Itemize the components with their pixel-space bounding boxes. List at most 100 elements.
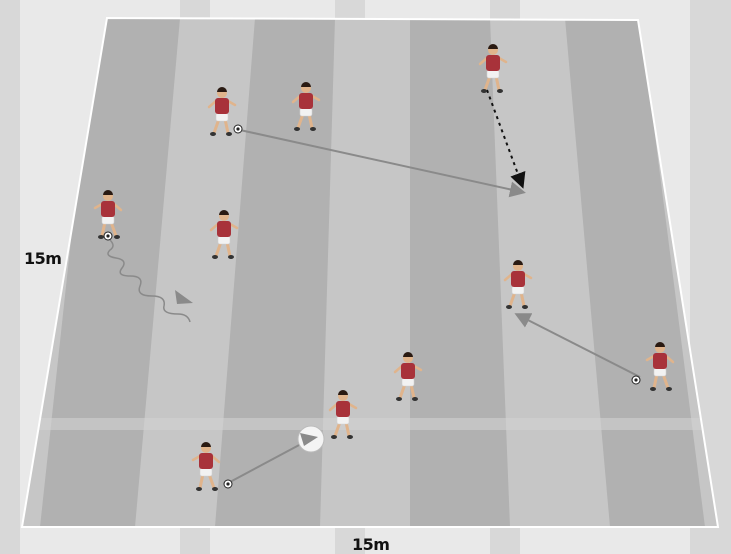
player-arm xyxy=(209,222,220,232)
player-hair xyxy=(338,390,348,395)
player-leg xyxy=(409,382,416,400)
player-hair xyxy=(655,342,665,347)
player-hair xyxy=(103,190,113,195)
player-shirt xyxy=(653,353,667,369)
run-arrow-dotted xyxy=(486,89,526,189)
ball-icon xyxy=(233,124,243,134)
player-arm xyxy=(93,202,104,210)
player-arm xyxy=(191,454,202,462)
player-arm xyxy=(291,94,302,104)
player-hair xyxy=(201,442,211,447)
player-leg xyxy=(100,220,107,238)
player-arm xyxy=(112,202,123,212)
player-leg xyxy=(225,240,232,258)
player-arm xyxy=(347,402,358,410)
player-arm xyxy=(497,56,508,64)
player-boot xyxy=(98,235,104,239)
player-leg xyxy=(333,420,342,438)
player-leg xyxy=(508,290,517,308)
player-shorts xyxy=(217,235,231,245)
player-shirt xyxy=(401,363,415,379)
pitch-boundary xyxy=(20,16,720,528)
player-leg xyxy=(519,290,526,308)
player-boot xyxy=(650,387,656,391)
turf-stripe xyxy=(565,18,705,527)
player-shorts xyxy=(653,367,667,377)
player-shirt xyxy=(299,93,313,109)
turf-stripe xyxy=(40,18,180,527)
player-boot xyxy=(522,305,528,309)
outer-stripe xyxy=(0,0,20,554)
player-shirt xyxy=(101,201,115,217)
player-shorts xyxy=(215,112,229,122)
player-arm xyxy=(310,94,321,102)
player-shorts xyxy=(336,415,350,425)
player-boot xyxy=(506,305,512,309)
player-leg xyxy=(398,382,407,400)
player-shirt xyxy=(336,401,350,417)
player-boot xyxy=(196,487,202,491)
player-boot xyxy=(226,132,232,136)
player-boot xyxy=(481,89,487,93)
player-boot xyxy=(666,387,672,391)
player-p10 xyxy=(191,442,221,491)
ball-icon xyxy=(103,231,113,241)
player-p3 xyxy=(478,44,508,93)
player-shirt xyxy=(199,453,213,469)
player-p6 xyxy=(503,260,533,309)
player-leg xyxy=(207,472,216,490)
player-leg xyxy=(344,420,351,438)
player-p2 xyxy=(291,82,321,131)
player-p9 xyxy=(328,390,358,439)
player-shirt xyxy=(511,271,525,287)
player-boot xyxy=(396,397,402,401)
pass-arrow-1 xyxy=(239,129,526,198)
player-boot xyxy=(210,132,216,136)
player-leg xyxy=(212,117,221,135)
player-shirt xyxy=(486,55,500,71)
player-p7 xyxy=(645,342,675,391)
player-hair xyxy=(301,82,311,87)
turf-stripe xyxy=(410,18,510,527)
player-boot xyxy=(497,89,503,93)
player-shorts xyxy=(299,107,313,117)
player-arm xyxy=(664,354,675,364)
player-boot xyxy=(331,435,337,439)
player-leg xyxy=(214,240,223,258)
player-boot xyxy=(212,255,218,259)
player-shorts xyxy=(199,467,213,477)
player-leg xyxy=(198,472,205,490)
player-arm xyxy=(210,454,221,464)
player-leg xyxy=(661,372,670,390)
player-shorts xyxy=(401,377,415,387)
player-hair xyxy=(219,210,229,215)
player-leg xyxy=(494,74,501,92)
player-arm xyxy=(228,222,239,230)
player-leg xyxy=(307,112,314,130)
player-arm xyxy=(328,402,339,412)
ball-icon xyxy=(223,479,233,489)
player-leg xyxy=(483,74,492,92)
players xyxy=(93,44,675,491)
player-leg xyxy=(652,372,659,390)
player-shorts xyxy=(101,215,115,225)
player-arm xyxy=(393,364,404,374)
player-hair xyxy=(403,352,413,357)
player-arm xyxy=(522,272,533,280)
player-boot xyxy=(212,487,218,491)
player-boot xyxy=(114,235,120,239)
player-leg xyxy=(109,220,118,238)
player-boot xyxy=(412,397,418,401)
player-boot xyxy=(347,435,353,439)
player-arm xyxy=(412,364,423,372)
player-arm xyxy=(226,99,237,107)
player-arm xyxy=(645,354,656,362)
pass-target-arrowhead xyxy=(300,433,318,446)
player-arm xyxy=(478,56,489,66)
player-p5 xyxy=(209,210,239,259)
player-p4 xyxy=(93,190,123,239)
player-p1 xyxy=(207,87,237,136)
dribble-arrow-wavy xyxy=(107,239,191,323)
